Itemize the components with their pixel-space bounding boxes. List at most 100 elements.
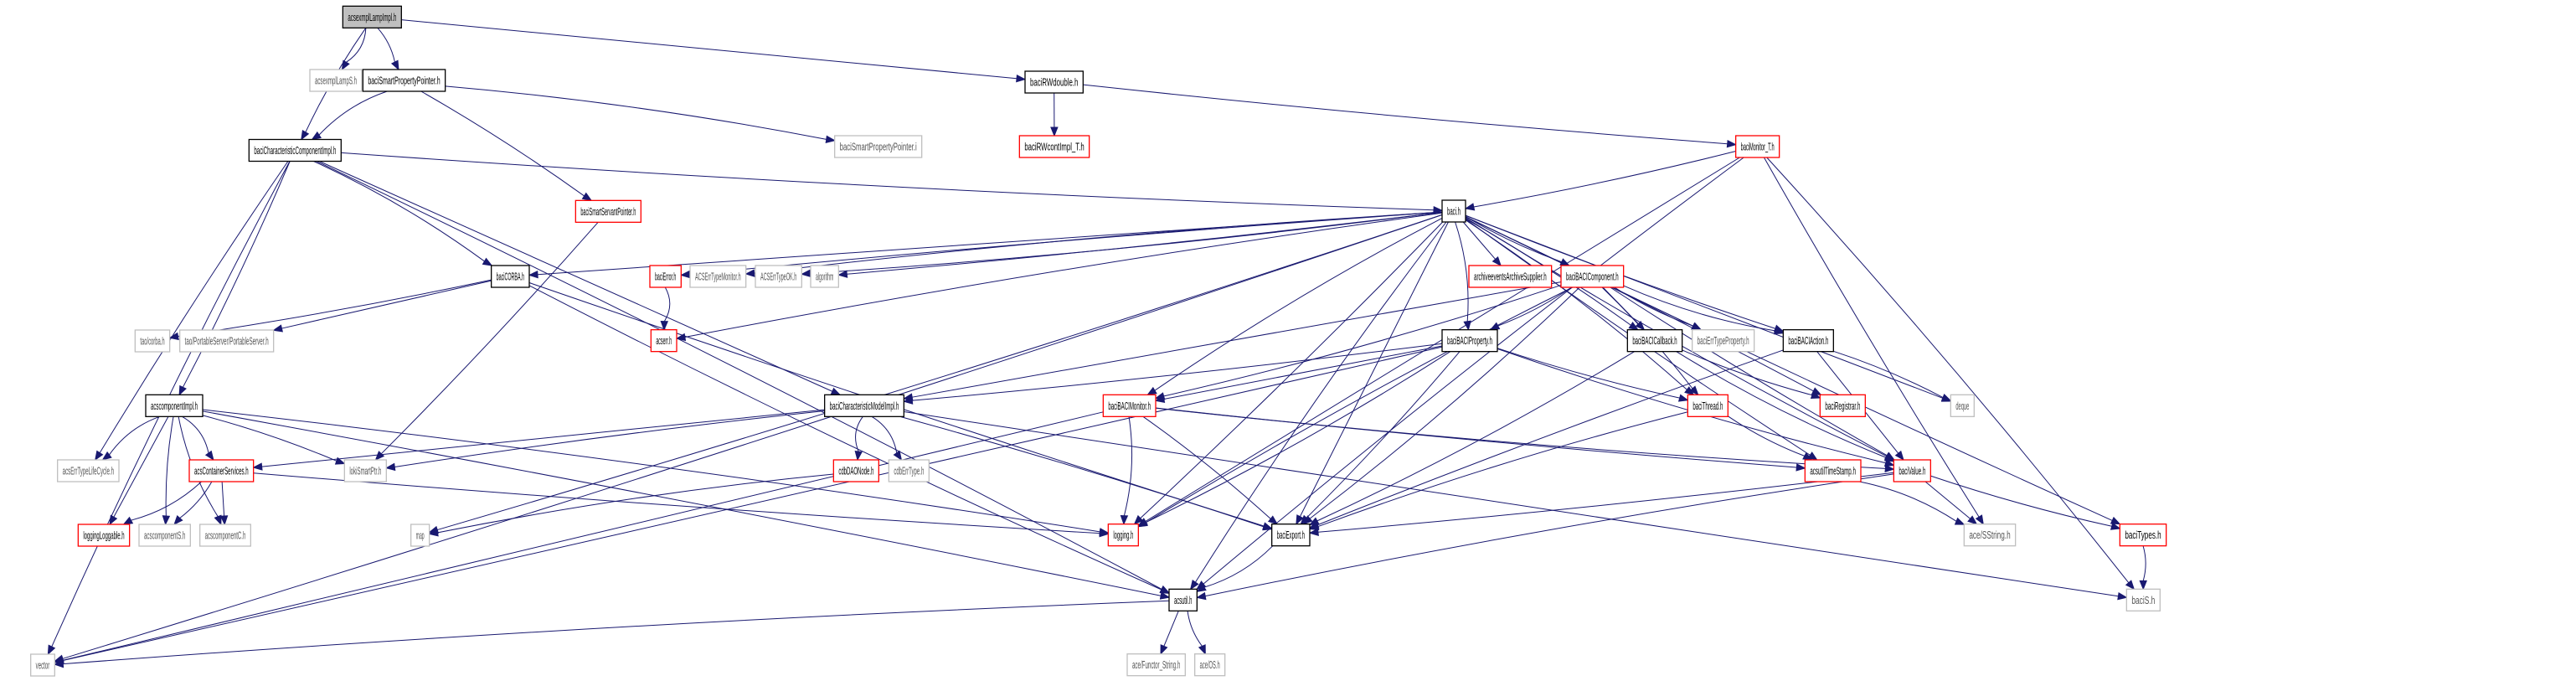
node-baci-smart-property-pointer-i[interactable]: baciSmartPropertyPointer.i (834, 135, 923, 158)
arrowhead-icon (374, 451, 385, 461)
edge-baci-to-algorithm (837, 211, 1443, 278)
edge-baci-error-to-acserr (660, 286, 671, 332)
arrowhead-icon (1296, 514, 1304, 525)
node-ace-sstring[interactable]: ace/SString.h (1963, 524, 2017, 547)
edge-line (1142, 415, 1271, 519)
node-ace-functor-string[interactable]: ace/Functor_String.h (1126, 653, 1186, 677)
edge-line (178, 279, 492, 337)
edge-line (847, 211, 1443, 275)
edge-baci-thread-to-acsutil-time-stamp (1728, 415, 1813, 461)
edge-line (1309, 286, 1580, 519)
node-logging-loggable[interactable]: loggingLoggable.h (77, 524, 131, 547)
edge-baci-baciaction-to-baci-export (1308, 349, 1784, 529)
node-baci-err-type-property[interactable]: baciErrTypeProperty.h (1692, 329, 1755, 353)
edge-baci-to-baci-thread (1465, 219, 1695, 396)
edge-baci-rwdouble-to-baci-monitor-t (1083, 84, 1738, 148)
node-baci-monitor-t[interactable]: baciMonitor_T.h (1735, 135, 1780, 158)
arrowhead-icon (1146, 386, 1157, 396)
node-label: vector (36, 659, 50, 672)
arrowhead-icon (854, 450, 863, 462)
arrowhead-icon (1773, 327, 1785, 335)
edge-baci-to-acserr-type-ok (800, 211, 1443, 278)
edge-line (1317, 349, 1784, 526)
node-archiveevents-archive-supplier[interactable]: archiveeventsArchiveSupplier.h (1468, 265, 1553, 288)
edge-line (1859, 481, 1957, 522)
node-baci-baciaction[interactable]: baciBACIAction.h (1782, 329, 1834, 353)
node-loki-smart-ptr[interactable]: lokiSmartPtr.h (343, 459, 387, 482)
node-taocorba[interactable]: tao/corba.h (134, 329, 171, 353)
node-acs-err-type-life-cycle[interactable]: acsErrTypeLifeCycle.h (57, 459, 120, 482)
node-acsutil-time-stamp[interactable]: acsutilTimeStamp.h (1804, 459, 1862, 482)
node-box (1441, 199, 1466, 223)
arrowhead-icon (428, 529, 439, 537)
edge-baci-bacicallback-to-baci-registrar (1682, 349, 1821, 400)
node-baci-types[interactable]: baciTypes.h (2119, 524, 2167, 547)
node-label: baciTypes.h (2125, 529, 2161, 541)
node-baci-corba[interactable]: baciCORBA.h (491, 265, 530, 288)
node-baci-rwcont-impl-t[interactable]: baciRWcontImpl_T.h (1018, 135, 1090, 158)
edge-baci-characteristic-model-impl-to-acs-container-services (252, 409, 825, 471)
node-baci-registrar[interactable]: baciRegistrar.h (1819, 394, 1866, 417)
arrowhead-icon (168, 332, 179, 341)
node-cdb-err-type[interactable]: cdbErrType.h (888, 459, 930, 482)
node-acserr-type-ok[interactable]: ACSErrTypeOK.h (755, 265, 802, 288)
node-acsutil[interactable]: acsutil.h (1168, 588, 1198, 611)
node-baci-bacicallback[interactable]: baciBACICallback.h (1626, 329, 1683, 353)
node-label: acscomponentC.h (205, 529, 246, 542)
edge-acscomponent-impl-to-acscomponent-s (162, 416, 174, 526)
node-label: acsErrTypeLifeCycle.h (63, 465, 114, 477)
node-baci-bacicomponent[interactable]: baciBACIComponent.h (1560, 265, 1625, 288)
edge-line (663, 286, 671, 322)
edge-line (1497, 286, 1572, 327)
node-acs-container-services[interactable]: acsContainerServices.h (188, 459, 255, 482)
node-baci[interactable]: baci.h (1441, 199, 1466, 223)
node-acscomponent-c[interactable]: acscomponentC.h (199, 524, 251, 547)
node-baci-characteristic-model-impl[interactable]: baciCharacteristicModelImpl.h (824, 394, 904, 417)
node-baci-smart-property-pointer[interactable]: baciSmartPropertyPointer.h (362, 69, 446, 92)
node-algorithm[interactable]: algorithm (810, 265, 839, 288)
node-acscomponent-s[interactable]: acscomponentS.h (138, 524, 191, 547)
node-label: acscomponentS.h (144, 529, 185, 542)
node-vector[interactable]: vector (30, 653, 55, 677)
node-label: algorithm (816, 271, 833, 283)
node-acserr[interactable]: acserr.h (650, 329, 677, 353)
node-baci-s[interactable]: baciS.h (2125, 588, 2161, 611)
node-cdb-daonode[interactable]: cdbDAONode.h (832, 459, 879, 482)
node-box (2119, 524, 2167, 547)
node-map[interactable]: map (410, 524, 430, 547)
edge-line (1497, 348, 1680, 399)
node-acscomponent-impl[interactable]: acscomponentImpl.h (145, 394, 204, 417)
node-deque[interactable]: deque (1950, 394, 1975, 417)
node-acsexmpl-lamp-s[interactable]: acsexmplLampS.h (309, 69, 363, 92)
arrowhead-icon (660, 321, 669, 332)
arrowhead-icon (204, 450, 214, 462)
node-baci-rwdouble[interactable]: baciRWdouble.h (1024, 70, 1084, 94)
arrowhead-icon (482, 257, 493, 266)
node-baci-value[interactable]: baciValue.h (1893, 459, 1931, 482)
edge-baci-monitor-t-to-ace-sstring (1764, 157, 1984, 525)
node-baci-thread[interactable]: baciThread.h (1687, 394, 1728, 417)
arrowhead-icon (800, 269, 811, 278)
node-label: loggingLoggable.h (83, 529, 124, 542)
node-baci-error[interactable]: baciError.h (649, 265, 682, 288)
edge-line (1123, 416, 1133, 516)
edge-baci-to-acsutil (1189, 221, 1447, 591)
node-baci-characteristic-component-impl[interactable]: baciCharacteristicComponentImpl.h (248, 138, 342, 163)
node-baci-bacimonitor[interactable]: baciBACIMonitor.h (1102, 394, 1157, 417)
node-acsexmpl-lamp-impl[interactable]: acsexmplLampImpl.h (342, 5, 402, 28)
node-tao-portable-server[interactable]: tao/PortableServer/PortableServer.h (179, 329, 275, 353)
node-logging[interactable]: logging.h (1107, 524, 1139, 547)
node-label: baciErrTypeProperty.h (1698, 334, 1749, 347)
node-baci-export[interactable]: baciExport.h (1271, 524, 1311, 547)
node-box (1893, 459, 1931, 482)
node-ace-os[interactable]: ace/OS.h (1194, 653, 1226, 677)
node-label: ACSErrTypeMonitor.h (695, 271, 741, 283)
node-baci-smart-servant-pointer[interactable]: baciSmartServantPointer.h (574, 199, 641, 223)
node-baci-baciproperty[interactable]: baciBACIProperty.h (1441, 329, 1498, 353)
node-acserr-type-monitor[interactable]: ACSErrTypeMonitor.h (689, 265, 747, 288)
edge-line (316, 161, 1162, 590)
node-box (1107, 524, 1139, 547)
node-box (188, 459, 255, 482)
edge-acsexmpl-lamp-impl-to-baci-smart-property-pointer (377, 28, 399, 71)
node-box (145, 394, 204, 417)
